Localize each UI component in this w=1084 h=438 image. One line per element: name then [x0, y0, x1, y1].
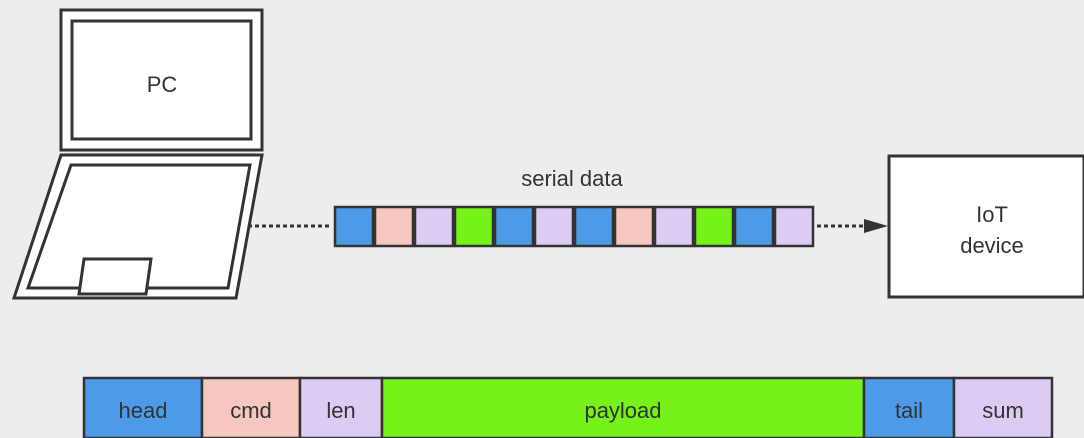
frame-field-label-head: head — [119, 398, 168, 423]
frame-field-label-sum: sum — [982, 398, 1024, 423]
frame-field-label-payload: payload — [584, 398, 661, 423]
laptop-base — [11, 153, 264, 300]
stream-cell-head — [333, 205, 375, 248]
stream-cell-payload — [693, 205, 735, 248]
stream-cell-payload — [453, 205, 495, 248]
laptop-touchpad — [77, 257, 153, 296]
serial-stream — [333, 205, 815, 248]
frame-format: head cmd len payload tail sum — [82, 376, 1054, 438]
stream-cell-head — [573, 205, 615, 248]
laptop-screen — [70, 19, 253, 141]
stream-cell-len — [653, 205, 695, 248]
stream-cell-head — [493, 205, 535, 248]
frame-field-label-cmd: cmd — [230, 398, 272, 423]
device-label-line2: device — [960, 233, 1024, 258]
serial-data-label: serial data — [521, 166, 623, 191]
iot-device-box — [887, 154, 1084, 299]
frame-field-label-len: len — [326, 398, 355, 423]
stream-cell-cmd — [613, 205, 655, 248]
frame-field-label-tail: tail — [895, 398, 923, 423]
arrow-head-icon — [864, 219, 888, 233]
frame-field-sum — [952, 376, 1054, 438]
stream-cell-len — [773, 205, 815, 248]
laptop-icon — [11, 8, 264, 300]
stream-cell-head — [733, 205, 775, 248]
pc-label: PC — [147, 72, 178, 97]
stream-cell-len — [533, 205, 575, 248]
frame-field-cmd — [200, 376, 302, 438]
stream-cell-len — [413, 205, 455, 248]
frame-field-tail — [862, 376, 956, 438]
stream-cell-cmd — [373, 205, 415, 248]
laptop-keyboard-area — [25, 163, 252, 290]
device-label-line1: IoT — [976, 202, 1008, 227]
